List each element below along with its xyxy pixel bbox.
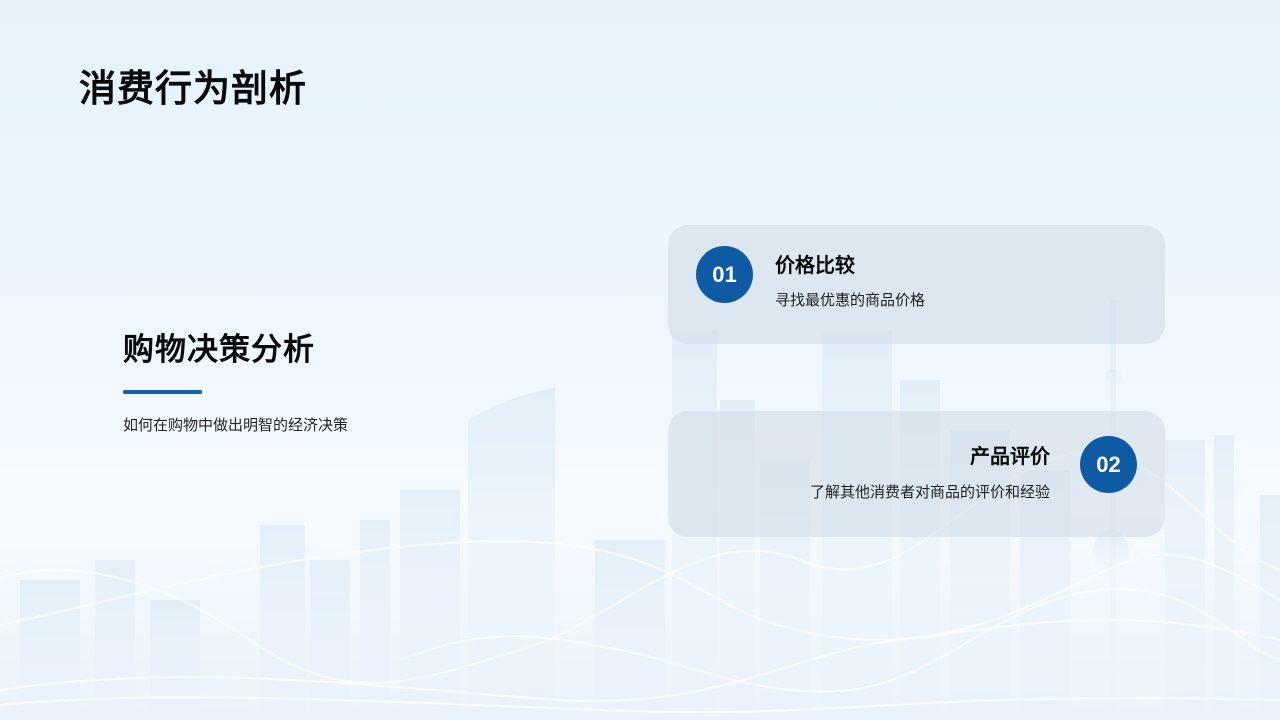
card-title: 价格比较 [775,253,855,277]
card-description: 寻找最优惠的商品价格 [775,291,926,309]
section-heading: 购物决策分析 [123,332,315,368]
slide-title: 消费行为剖析 [79,67,307,110]
section-intro: 购物决策分析 如何在购物中做出明智的经济决策 [123,328,348,435]
card-title: 产品评价 [970,444,1050,468]
number-badge: 02 [1080,436,1137,493]
card-description: 了解其他消费者对商品的评价和经验 [809,483,1050,501]
point-card-price-comparison: 01 价格比较 寻找最优惠的商品价格 [668,225,1165,344]
number-badge: 01 [696,246,753,303]
accent-divider [123,390,202,394]
section-subtitle: 如何在购物中做出明智的经济决策 [123,416,349,434]
point-card-product-reviews: 产品评价 了解其他消费者对商品的评价和经验 02 [668,411,1165,537]
